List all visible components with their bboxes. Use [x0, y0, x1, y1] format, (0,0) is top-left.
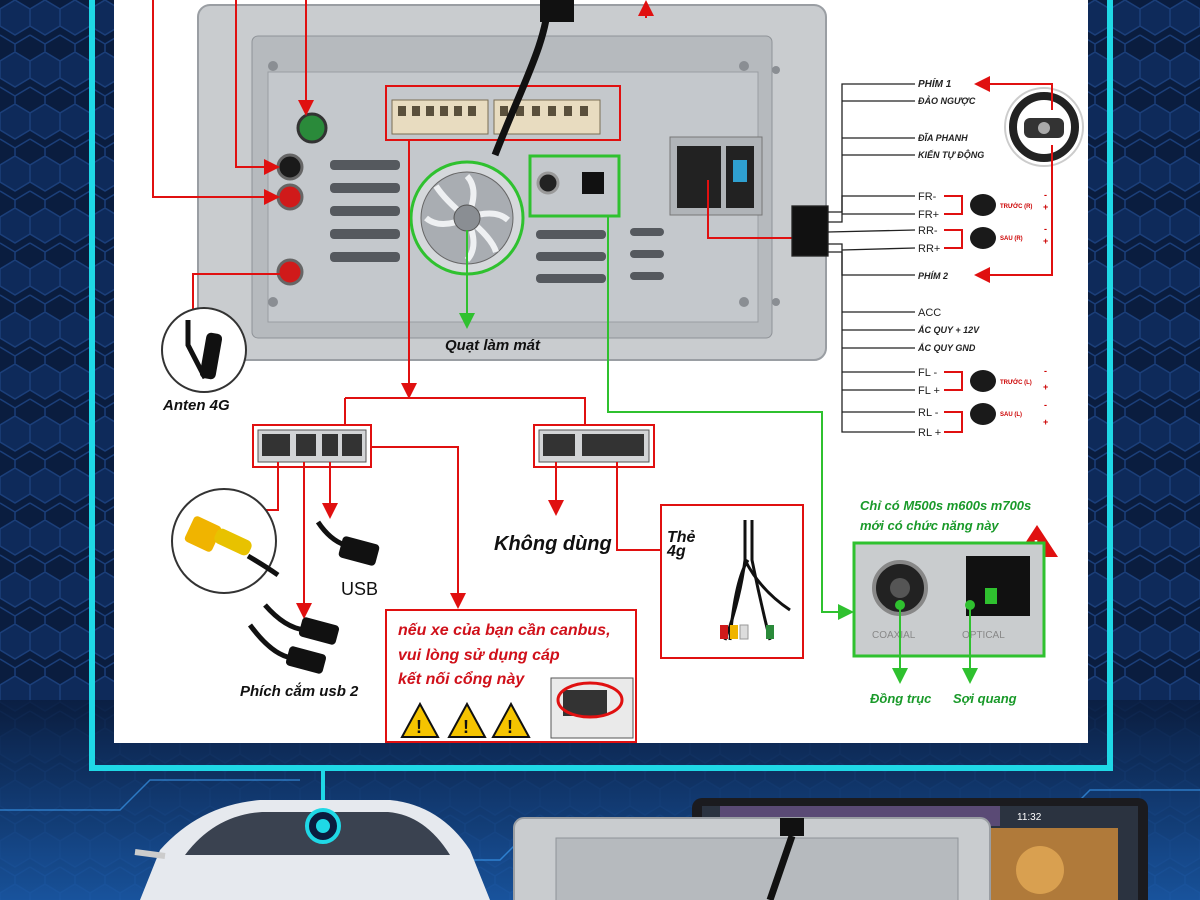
red-jack-2 [276, 258, 304, 286]
speaker-icon [970, 194, 996, 425]
antenna-label: Anten 4G [162, 397, 230, 414]
bottom-device: 11:32 [513, 798, 1148, 900]
wire-label-acc: ACC [918, 307, 941, 319]
wire-label-fr-plus: FR+ [918, 209, 939, 221]
speaker-label-rear-r: SAU (R) [1000, 236, 1023, 242]
usb-label: USB [341, 579, 378, 599]
green-jack [296, 112, 328, 144]
cyan-frame [89, 0, 1113, 771]
coax-port-text: COAXIAL [872, 630, 916, 641]
wire-label-battery: ẮC QUY + 12V [917, 325, 980, 335]
steering-wheel-icon [1004, 87, 1084, 167]
green-note-line: mới có chức năng này [860, 518, 999, 533]
optical-label: Sợi quang [953, 691, 1017, 706]
sim-label: Thẻ [667, 529, 696, 546]
svg-text:!: ! [507, 717, 513, 737]
polarity-plus: + [1043, 382, 1048, 392]
head-unit-back [197, 0, 827, 361]
car-icon [134, 800, 490, 900]
green-note-line: Chỉ có M500s m600s m700s [860, 498, 1031, 513]
canbus-note-line: vui lòng sử dụng cáp [398, 647, 560, 664]
canbus-note-line: nếu xe của bạn cần canbus, [398, 622, 611, 639]
not-used-label: Không dùng [494, 533, 612, 555]
polarity-plus: + [1043, 202, 1048, 212]
connector-usb-harness [252, 424, 372, 468]
polarity-minus: - [1044, 190, 1047, 200]
coax-optical-ports: COAXIAL OPTICAL [852, 541, 1046, 658]
polarity-plus: + [1043, 236, 1048, 246]
polarity-minus: - [1044, 224, 1047, 234]
rca-plug-icon [720, 624, 774, 640]
fan-label: Quạt làm mát [445, 337, 541, 354]
wiring-harness [791, 83, 916, 433]
svg-text:!: ! [463, 717, 469, 737]
svg-text:!: ! [416, 717, 422, 737]
wire-label-key2: PHÍM 2 [918, 271, 948, 281]
screen-time: 11:32 [1017, 812, 1042, 823]
wire-label-fr-minus: FR- [918, 191, 937, 203]
red-jack [276, 183, 304, 211]
wire-label-key1: PHÍM 1 [918, 77, 952, 90]
wire-label-fl-minus: FL - [918, 367, 937, 379]
warning-icon: ! ! ! [400, 701, 531, 738]
antenna-icon [161, 307, 247, 393]
green-callout-lines [459, 216, 854, 620]
canbus-note-line: kết nối cổng này [398, 670, 525, 688]
speaker-label-front-l: TRƯỚC (L) [1000, 378, 1032, 386]
usb2-label: Phích cắm usb 2 [240, 682, 359, 700]
wire-label-rr-minus: RR- [918, 225, 938, 237]
speaker-label-front-r: TRƯỚC (R) [1000, 202, 1032, 210]
fan-icon [409, 160, 525, 276]
wire-label-gnd: ẮC QUY GND [917, 343, 976, 353]
usb-plug-icon [247, 520, 380, 674]
wire-label-rl-minus: RL - [918, 407, 939, 419]
connector-not-used [533, 424, 655, 468]
polarity-minus: - [1044, 366, 1047, 376]
rca-plug-icon [171, 488, 280, 594]
speaker-label-rear-l: SAU (L) [1000, 412, 1022, 418]
polarity-minus: - [1044, 400, 1047, 410]
left-callout-lines [152, 0, 792, 425]
coax-label: Đồng trục [870, 691, 932, 706]
wire-label-rl-plus: RL + [918, 427, 941, 439]
wire-label-reverse: ĐẢO NGƯỢC [918, 95, 976, 106]
wire-label-brake: ĐĨA PHANH [918, 133, 968, 143]
sim-label: 4g [666, 543, 686, 560]
black-jack [276, 153, 304, 181]
polarity-plus: + [1043, 417, 1048, 427]
wire-label-auto: KIẾN TỰ ĐỘNG [918, 149, 984, 160]
optical-port-text: OPTICAL [962, 630, 1005, 641]
wire-label-rr-plus: RR+ [918, 243, 940, 255]
wire-label-fl-plus: FL + [918, 385, 940, 397]
